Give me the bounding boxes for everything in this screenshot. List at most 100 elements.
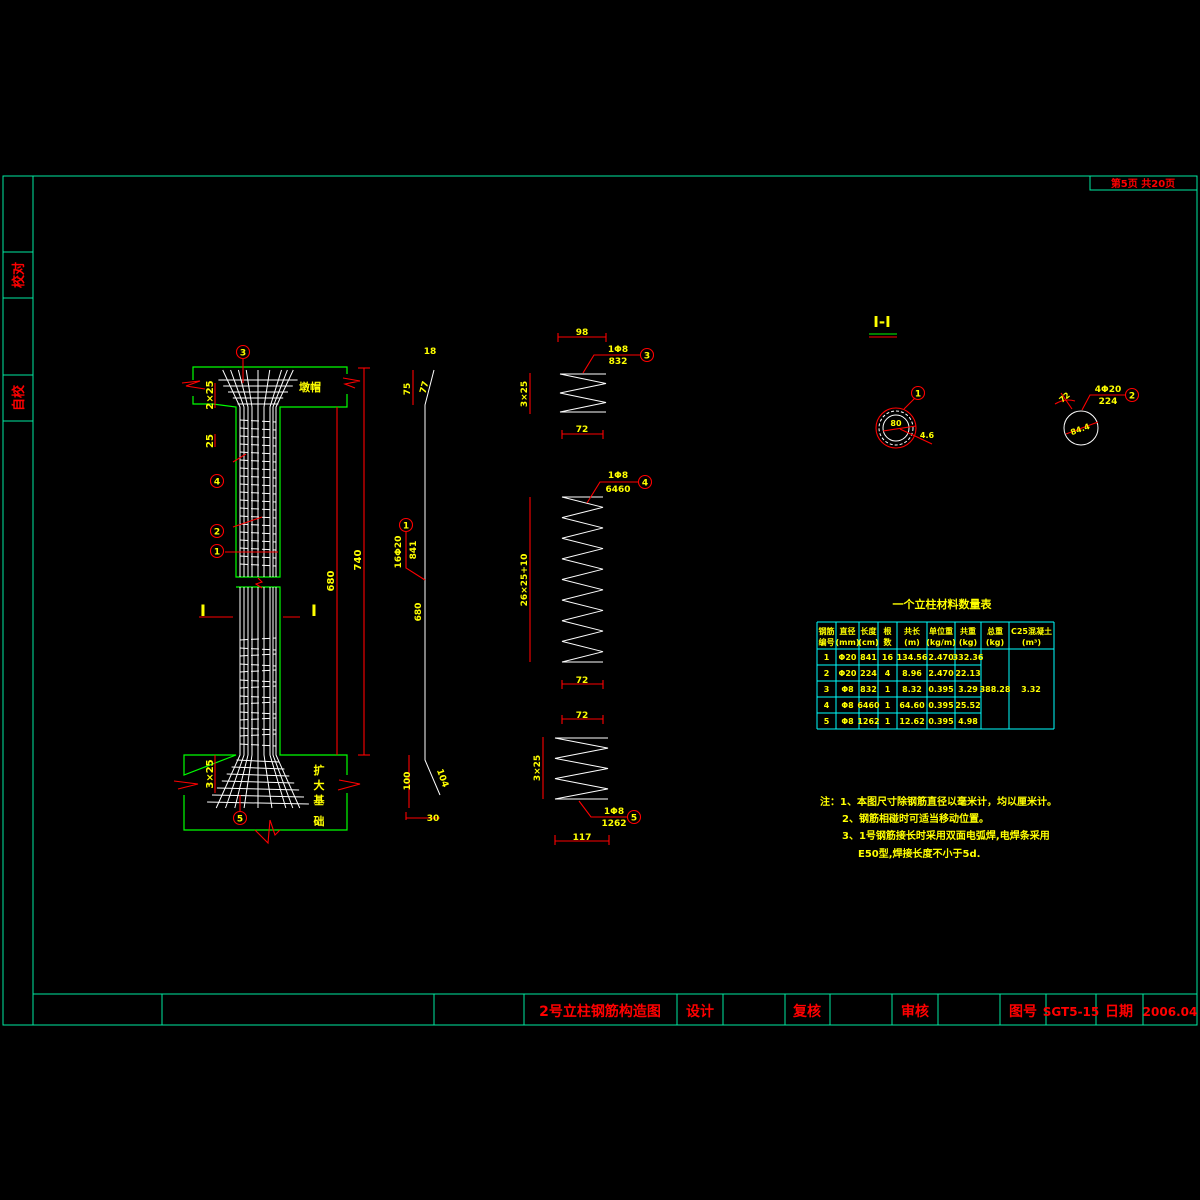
stirrup3-spec: 1Φ8: [608, 345, 628, 355]
callout-stirrups-2-callout: 5: [626, 809, 642, 825]
table-cell: 8.32: [902, 685, 922, 694]
table-cell: 134.56: [897, 653, 928, 662]
table-cell: 832: [860, 685, 877, 694]
rebar1-dim-mid: 680: [414, 603, 424, 622]
drawing-no: SGT5-15: [1043, 1005, 1100, 1019]
section-mark-left: I: [200, 601, 206, 620]
table-header: 数: [884, 637, 893, 647]
table-cell: 841: [860, 653, 877, 662]
callout-stirrups-1-callout: 4: [637, 474, 653, 490]
table-cell: 22.13: [955, 669, 980, 678]
table-header: (mm): [836, 638, 860, 647]
rebar1-dim-flare-h: 75: [403, 383, 413, 396]
date-value: 2006.04: [1143, 1005, 1198, 1019]
callout-elevation-callouts-0: 3: [235, 344, 251, 360]
table-cell: 64.60: [899, 701, 925, 710]
table-header: C25混凝土: [1011, 626, 1052, 636]
table-cell: 1: [885, 701, 891, 710]
table-cell: Φ8: [841, 701, 854, 710]
table-cell: 6460: [857, 701, 880, 710]
stirrup4-spec: 1Φ8: [608, 471, 628, 481]
table-cell: 4: [824, 701, 830, 710]
callout-number: 3: [644, 352, 650, 362]
callout-elevation-callouts-4: 5: [232, 810, 248, 826]
cap-label: 墩帽: [299, 380, 321, 394]
rebar1-dim-bottom-w: 30: [427, 814, 440, 824]
drawing-title: 2号立柱钢筋构造图: [539, 1003, 661, 1020]
callout-rebar1_detail-callout: 1: [398, 517, 414, 533]
table-header: 单位重: [929, 626, 953, 636]
table-title: 一个立柱材料数量表: [893, 597, 993, 611]
callout-number: 1: [915, 390, 921, 400]
table-cell: 2.470: [928, 669, 954, 678]
callout-stirrups-0-callout: 3: [639, 347, 655, 363]
callout-number: 1: [214, 548, 220, 558]
circle1-dim-dia: 80: [890, 419, 902, 428]
table-cell: 2.470: [928, 653, 954, 662]
table-header: 共重: [960, 626, 976, 636]
callout-number: 5: [237, 815, 243, 825]
callout-elevation-callouts-2: 2: [209, 523, 225, 539]
table-header: 根: [884, 626, 892, 636]
section-circle-2: [1054, 392, 1125, 446]
table-header: 直径: [840, 626, 856, 636]
table-header: (cm): [858, 638, 878, 647]
circle2-dim-dia: 84.4: [1069, 422, 1091, 437]
callout-number: 5: [631, 814, 637, 824]
table-cell: 0.395: [928, 701, 954, 710]
table-cell: 1: [824, 653, 830, 662]
callout-number: 3: [240, 349, 246, 359]
drawing-no-label: 图号: [1009, 1004, 1037, 1020]
table-cell: Φ8: [841, 717, 854, 726]
callout-section-circle2-callout: 2: [1124, 387, 1140, 403]
callout-number: 2: [1129, 392, 1135, 402]
stirrup3-dim-top: 98: [576, 328, 589, 338]
concrete-volume: 3.32: [1021, 685, 1041, 694]
table-cell: 5: [824, 717, 830, 726]
section-circle-1: [875, 397, 933, 449]
approve-label: 审核: [901, 1003, 929, 1020]
stirrup5-dim-top: 72: [576, 711, 589, 721]
page-box: 第5页 共20页: [1089, 175, 1198, 191]
table-cell: 1: [885, 685, 891, 694]
table-cell: 332.36: [953, 653, 984, 662]
section-title: I-I: [873, 313, 890, 331]
table-cell: 2: [824, 669, 830, 678]
stirrup5-length: 1262: [601, 819, 626, 829]
dim-total-height: 740: [353, 550, 364, 571]
table-header: 钢筋: [819, 626, 835, 636]
date-label: 日期: [1105, 1004, 1133, 1020]
table-cell: 12.62: [899, 717, 924, 726]
stirrup4-dim-side: 26×25+10: [520, 554, 530, 607]
callout-section-circle1-callout: 1: [910, 385, 926, 401]
table-cell: 25.52: [955, 701, 980, 710]
stirrup-springs: [554, 373, 609, 800]
table-cell: 4.98: [958, 717, 978, 726]
stirrup4-dim-bottom: 72: [576, 676, 589, 686]
table-cell: Φ8: [841, 685, 854, 694]
callout-elevation-callouts-1: 4: [209, 473, 225, 489]
stirrup5-spec: 1Φ8: [604, 807, 624, 817]
table-cell: Φ20: [839, 653, 857, 662]
foundation-label-3: 基: [313, 793, 326, 807]
table-header: (kg): [986, 638, 1004, 647]
callout-markers: 3 4 2 1 5 1 3 4 5 1 2: [209, 344, 1140, 826]
total-weight: 388.28: [980, 685, 1011, 694]
callout-number: 2: [214, 528, 220, 538]
material-table: 钢筋编号直径(mm)长度(cm)根数共长(m)单位重(kg/m)共重(kg)总重…: [816, 621, 1055, 730]
note-3: 3、1号钢筋接长时采用双面电弧焊,电焊条采用: [842, 829, 1050, 842]
table-header: (kg/m): [926, 638, 956, 647]
note-1: 注：1、本图尺寸除钢筋直径以毫米计，均以厘米计。: [820, 795, 1057, 808]
circle2-dim-angle: 72: [1058, 391, 1072, 405]
table-cell: 4: [885, 669, 891, 678]
page-number: 第5页 共20页: [1111, 177, 1175, 190]
rebar-1-detail: [405, 369, 441, 820]
dim-inner-height: 680: [326, 571, 337, 592]
table-header: 编号: [819, 637, 835, 647]
design-label: 设计: [686, 1003, 714, 1020]
foundation-label-1: 扩: [314, 763, 325, 777]
stirrup5-dim-bottom: 117: [573, 833, 592, 843]
rebar1-dim-bottom-h: 100: [403, 772, 413, 791]
